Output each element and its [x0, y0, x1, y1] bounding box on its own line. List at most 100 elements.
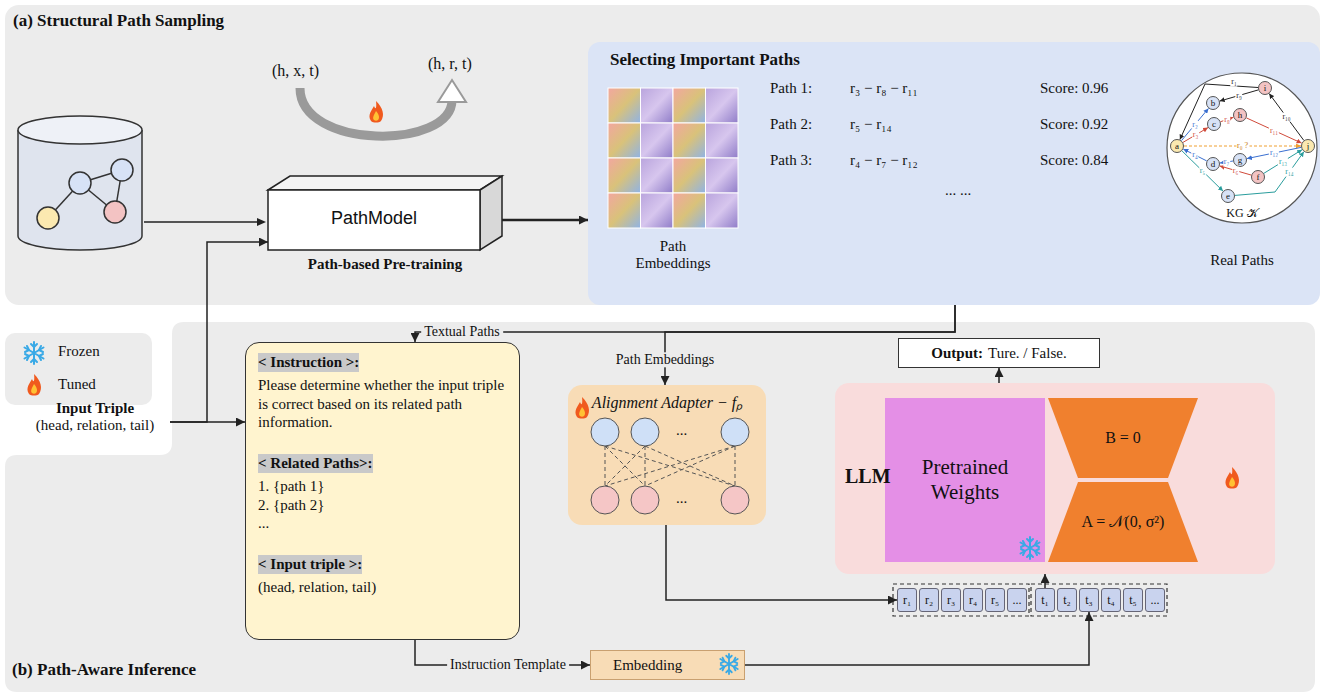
node-text: t₂ [1058, 589, 1076, 611]
connector [998, 368, 1000, 383]
grid-cell [706, 158, 739, 193]
database-icon [104, 201, 126, 223]
data-arrow [257, 218, 266, 226]
model-box-shape [268, 190, 480, 250]
node-text: t₅ [1124, 589, 1142, 611]
kg-entity: e [1221, 189, 1235, 203]
kg-entity: a [1170, 139, 1184, 153]
connector [1264, 150, 1302, 174]
tuned-icon [27, 374, 41, 396]
node-text: A = 𝒩(0, σ²) [1082, 513, 1165, 531]
transform-arrow [438, 80, 466, 102]
node-text: j [1302, 140, 1314, 152]
adapter-neurons [591, 486, 619, 514]
panel: (a) Structural Path SamplingPathModelPat… [5, 5, 1320, 305]
database-icon [37, 207, 59, 229]
adapter-network [605, 446, 735, 486]
node-text: h [1234, 109, 1246, 121]
data-arrow [144, 218, 266, 226]
input-label: Input Triple(head, relation, tail) [20, 400, 170, 444]
weights-box: Pretrained Weights [885, 398, 1045, 562]
node-text: r₁ [898, 589, 916, 611]
lora-matrix: B = 0 [1048, 398, 1198, 478]
text-label: ... [676, 422, 687, 439]
edge-label: r₁₀ [1281, 113, 1291, 122]
token: r₄ [963, 588, 983, 612]
edge-label: r₁₂ [1269, 149, 1279, 158]
database-icon [80, 183, 115, 212]
node-text: Ture. / False. [988, 345, 1067, 361]
connector [1220, 166, 1252, 175]
transform-arrow [300, 80, 466, 136]
token: ... [1145, 588, 1165, 612]
embedding-grid-cells [608, 88, 738, 228]
panel-shape [5, 322, 1315, 692]
node-text: 1. {path 1} [258, 477, 507, 496]
edge-label: r₁₃ [1278, 157, 1288, 166]
connector [1269, 94, 1304, 141]
edge-label: r₈ [1223, 115, 1230, 124]
edge-label: r₂ [1191, 120, 1198, 129]
edge-label: r₉ [1235, 91, 1242, 100]
node-text: i [1259, 82, 1271, 94]
panel-box: Selecting Important PathsPath Embeddings… [588, 42, 1320, 305]
lora-matrix: A = 𝒩(0, σ²) [1048, 482, 1198, 562]
kg-entity: b [1206, 96, 1220, 110]
adapter-neurons [631, 418, 659, 446]
grid-cell [706, 193, 739, 228]
grid-cell [706, 88, 739, 123]
model-box: PathModelPath-based Pre-training [268, 178, 502, 278]
edge-label: r₅ [1199, 167, 1206, 176]
grid-cell [641, 88, 674, 123]
database-icon [18, 116, 142, 250]
database-icon [48, 170, 122, 218]
edge-label: Instruction Template [447, 657, 569, 672]
edge-label: r₄ [1191, 151, 1198, 160]
node-text: t₄ [1102, 589, 1120, 611]
model-box-shape [480, 176, 502, 250]
adapter-network [645, 446, 646, 486]
embed-box: Embedding [590, 650, 745, 680]
node-text: r₂ [920, 589, 938, 611]
kg-circle-shape [1167, 73, 1317, 223]
connector [415, 640, 590, 665]
kg-entity: h [1233, 108, 1247, 122]
connector [1220, 161, 1233, 163]
kg-circle-shape [1166, 72, 1318, 277]
database-icon [80, 170, 122, 183]
edge-label: r₃ [1192, 131, 1199, 140]
node-text: Path Embeddings [628, 238, 718, 272]
edge-label: Path Embeddings [613, 352, 717, 367]
grid-cell [608, 158, 641, 193]
node-text: c [1208, 118, 1220, 130]
grid-cell [641, 193, 674, 228]
adapter-network [605, 446, 606, 486]
token: t₂ [1057, 588, 1077, 612]
kg-entity: i [1258, 81, 1272, 95]
output-box: Output:Ture. / False. [898, 338, 1100, 368]
token: r₃ [941, 588, 961, 612]
connector [1182, 108, 1209, 140]
kg-entity: d [1206, 157, 1220, 171]
edge-label: r₇ [1223, 158, 1230, 167]
connector [1247, 147, 1301, 158]
connector [502, 219, 588, 222]
token: t₄ [1101, 588, 1121, 612]
connector [1184, 146, 1301, 147]
connector [1180, 84, 1258, 140]
grid-cell [641, 123, 674, 158]
node-text: < Input triple >: [258, 555, 362, 574]
node-text: b [1207, 97, 1219, 109]
node-text: KG 𝒦 [1166, 206, 1318, 221]
adapter-neurons [591, 418, 619, 446]
adapter-network [605, 446, 735, 486]
kg-entity: f [1251, 170, 1265, 184]
token: t₁ [1035, 588, 1055, 612]
connector [665, 305, 955, 385]
transform-arrow [300, 88, 452, 136]
node-text: (a) Structural Path Sampling [13, 11, 224, 31]
edge-label: r₁₄ [1284, 167, 1294, 176]
node-text: ... [1146, 589, 1164, 611]
edge-label: r₁ [1230, 78, 1237, 87]
node-text: Embedding [613, 651, 744, 679]
